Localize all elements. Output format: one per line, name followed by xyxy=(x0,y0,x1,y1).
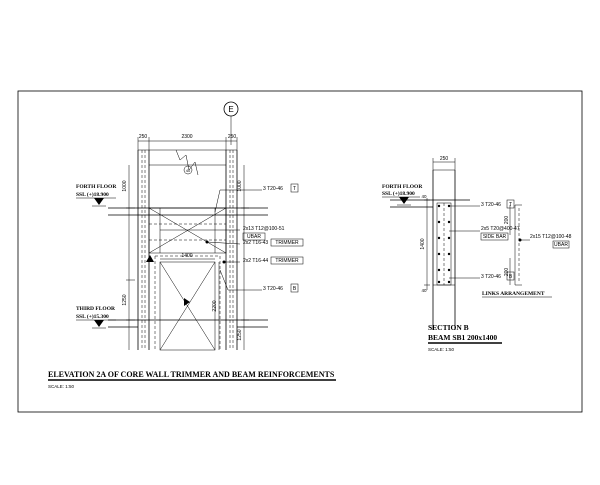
svg-text:40: 40 xyxy=(186,168,191,173)
svg-text:B: B xyxy=(293,286,297,292)
section-callout-bottom-bar: 3 T20-46 B xyxy=(449,271,515,281)
dim-upper-1000: 1000 xyxy=(122,180,128,191)
svg-text:1000: 1000 xyxy=(237,180,243,191)
dim-left-wall: 250 xyxy=(139,134,148,140)
svg-text:B: B xyxy=(509,274,513,280)
third-floor-level-symbol xyxy=(94,320,104,327)
dim-bottom-1250: 1250 xyxy=(237,329,243,340)
sheet-border xyxy=(17,90,583,413)
trimmer-diagonal-2 xyxy=(148,207,227,254)
break-line-top xyxy=(175,149,199,176)
section-dim-width: 250 xyxy=(440,156,449,162)
svg-text:2x13 T12@100-51: 2x13 T12@100-51 xyxy=(243,226,285,232)
link-ubar-callout: 2x15 T12@100-48 xyxy=(530,234,572,240)
links-arrangement: 200 200 2x15 T12@100-48 UBAR LINKS ARRAN… xyxy=(482,204,572,298)
svg-text:TRIMMER: TRIMMER xyxy=(275,258,299,264)
link-marker-circle xyxy=(183,165,193,175)
dim-lower-1250: 1250 xyxy=(122,294,128,305)
section-dim-depth: 1400 xyxy=(420,238,426,249)
section-arrow-left xyxy=(146,255,154,262)
section-dim-top: 40 xyxy=(421,194,427,199)
elevation-scale: SCALE: 1:50 xyxy=(48,384,75,389)
section-callout-side-bar: 2x5 T20@400-47 SIDE BAR xyxy=(449,226,520,241)
beam-top-zone xyxy=(148,207,227,254)
callout-trimmer-2: 2x2 T16-44 TRIMMER xyxy=(222,256,304,265)
section-dim-bottom: 40 xyxy=(421,288,427,293)
opening xyxy=(159,261,216,351)
callout-top-bar: 3 T20-46 T xyxy=(214,183,299,213)
elevation-2a: E 250 2300 250 40 xyxy=(48,101,336,389)
forth-floor-level-symbol xyxy=(94,198,104,205)
svg-text:T: T xyxy=(293,186,296,192)
svg-text:3 T20-46: 3 T20-46 xyxy=(481,274,501,280)
section-forth-floor-level: SSL (+)18.900 xyxy=(382,190,415,197)
links-arrangement-label: LINKS ARRANGEMENT xyxy=(482,291,545,297)
section-title: SECTION B xyxy=(428,323,469,332)
callout-trimmer-1: 2x2 T16-43 TRIMMER xyxy=(205,238,304,247)
section-forth-floor-name: FORTH FLOOR xyxy=(382,184,423,190)
section-floor-level-symbol xyxy=(399,197,409,204)
dim-height-2200: 2200 xyxy=(212,300,218,311)
third-floor-name: THIRD FLOOR xyxy=(76,306,116,312)
svg-text:2x2 T16-43: 2x2 T16-43 xyxy=(243,240,268,246)
grid-label-e: E xyxy=(228,105,233,114)
svg-text:3 T20-46: 3 T20-46 xyxy=(481,202,501,208)
svg-text:3 T20-46: 3 T20-46 xyxy=(263,186,283,192)
dim-right-wall: 250 xyxy=(228,134,237,140)
svg-text:UBAR: UBAR xyxy=(247,234,261,240)
svg-text:TRIMMER: TRIMMER xyxy=(275,240,299,246)
link-dim-leg: 200 xyxy=(504,216,510,225)
section-b: 250 40 1400 40 FORTH FLOOR SS xyxy=(382,156,572,352)
elevation-title: ELEVATION 2A OF CORE WALL TRIMMER AND BE… xyxy=(48,370,335,379)
link-u-shape xyxy=(514,204,522,286)
forth-floor-level: SSL (+)18.900 xyxy=(76,191,109,198)
svg-text:3 T20-46: 3 T20-46 xyxy=(263,286,283,292)
third-floor-level: SSL (+)15.300 xyxy=(76,313,109,320)
link-dim-bottom: 200 xyxy=(504,268,510,277)
svg-text:2x2 T16-44: 2x2 T16-44 xyxy=(243,258,268,264)
section-callout-top-bar: 3 T20-46 T xyxy=(449,199,515,209)
section-scale: SCALE: 1:50 xyxy=(428,347,455,352)
svg-text:T: T xyxy=(509,202,512,208)
grid-bubble-e xyxy=(223,101,239,117)
svg-text:SIDE BAR: SIDE BAR xyxy=(483,234,507,240)
section-arrow-right xyxy=(184,298,190,306)
forth-floor-name: FORTH FLOOR xyxy=(76,184,117,190)
dim-span: 2300 xyxy=(181,134,192,140)
callout-ubar: 2x13 T12@100-51 UBAR xyxy=(160,226,285,241)
callout-bottom-bar: 3 T20-46 B xyxy=(219,269,299,293)
section-subtitle: BEAM SB1 200x1400 xyxy=(428,333,497,342)
link-ubar-tag: UBAR xyxy=(554,242,568,248)
svg-text:2x5 T20@400-47: 2x5 T20@400-47 xyxy=(481,226,520,232)
